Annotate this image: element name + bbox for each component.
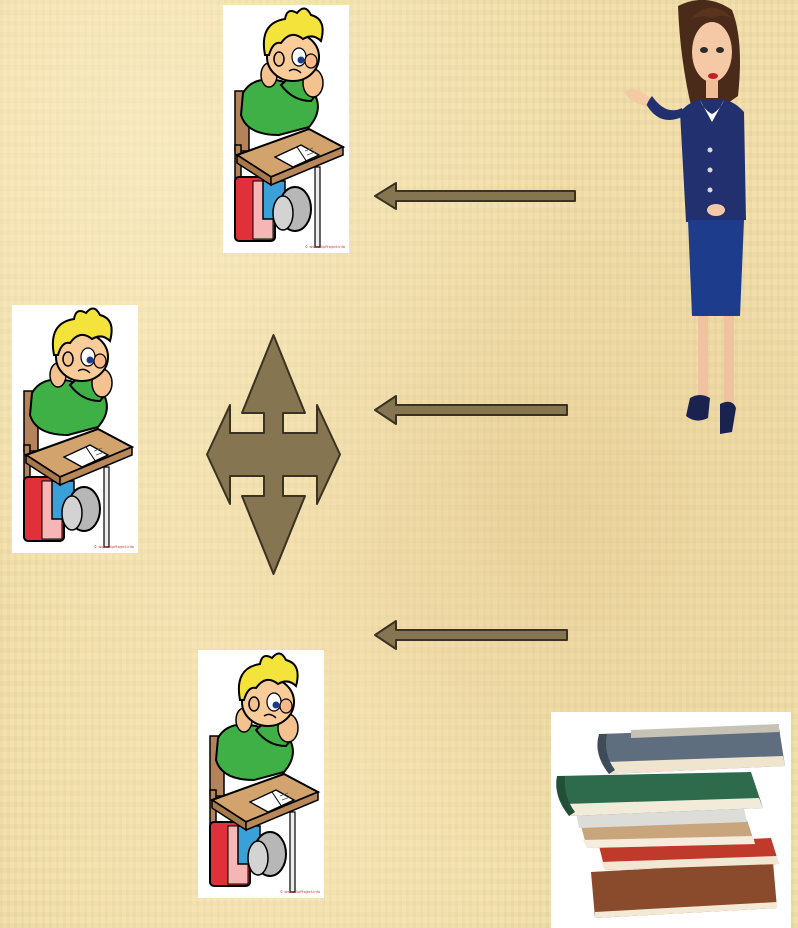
student-at-desk-icon	[198, 650, 324, 898]
left-arrow-icon	[372, 180, 578, 212]
image-credit: © www.ClipProject.info	[305, 245, 345, 249]
teacher-figure-icon	[620, 0, 750, 436]
student-card-middle: © www.ClipProject.info	[12, 305, 138, 553]
student-card-bottom: © www.ClipProject.info	[198, 650, 324, 898]
four-way-arrow-icon	[205, 333, 342, 576]
student-at-desk-icon	[223, 5, 349, 253]
image-credit: © www.ClipProject.info	[94, 545, 134, 549]
image-credit: © www.ClipProject.info	[280, 890, 320, 894]
book-stack-icon	[551, 712, 791, 928]
student-card-top: © www.ClipProject.info	[223, 5, 349, 253]
left-arrow-icon	[372, 618, 570, 652]
student-at-desk-icon	[12, 305, 138, 553]
left-arrow-icon	[372, 393, 570, 427]
